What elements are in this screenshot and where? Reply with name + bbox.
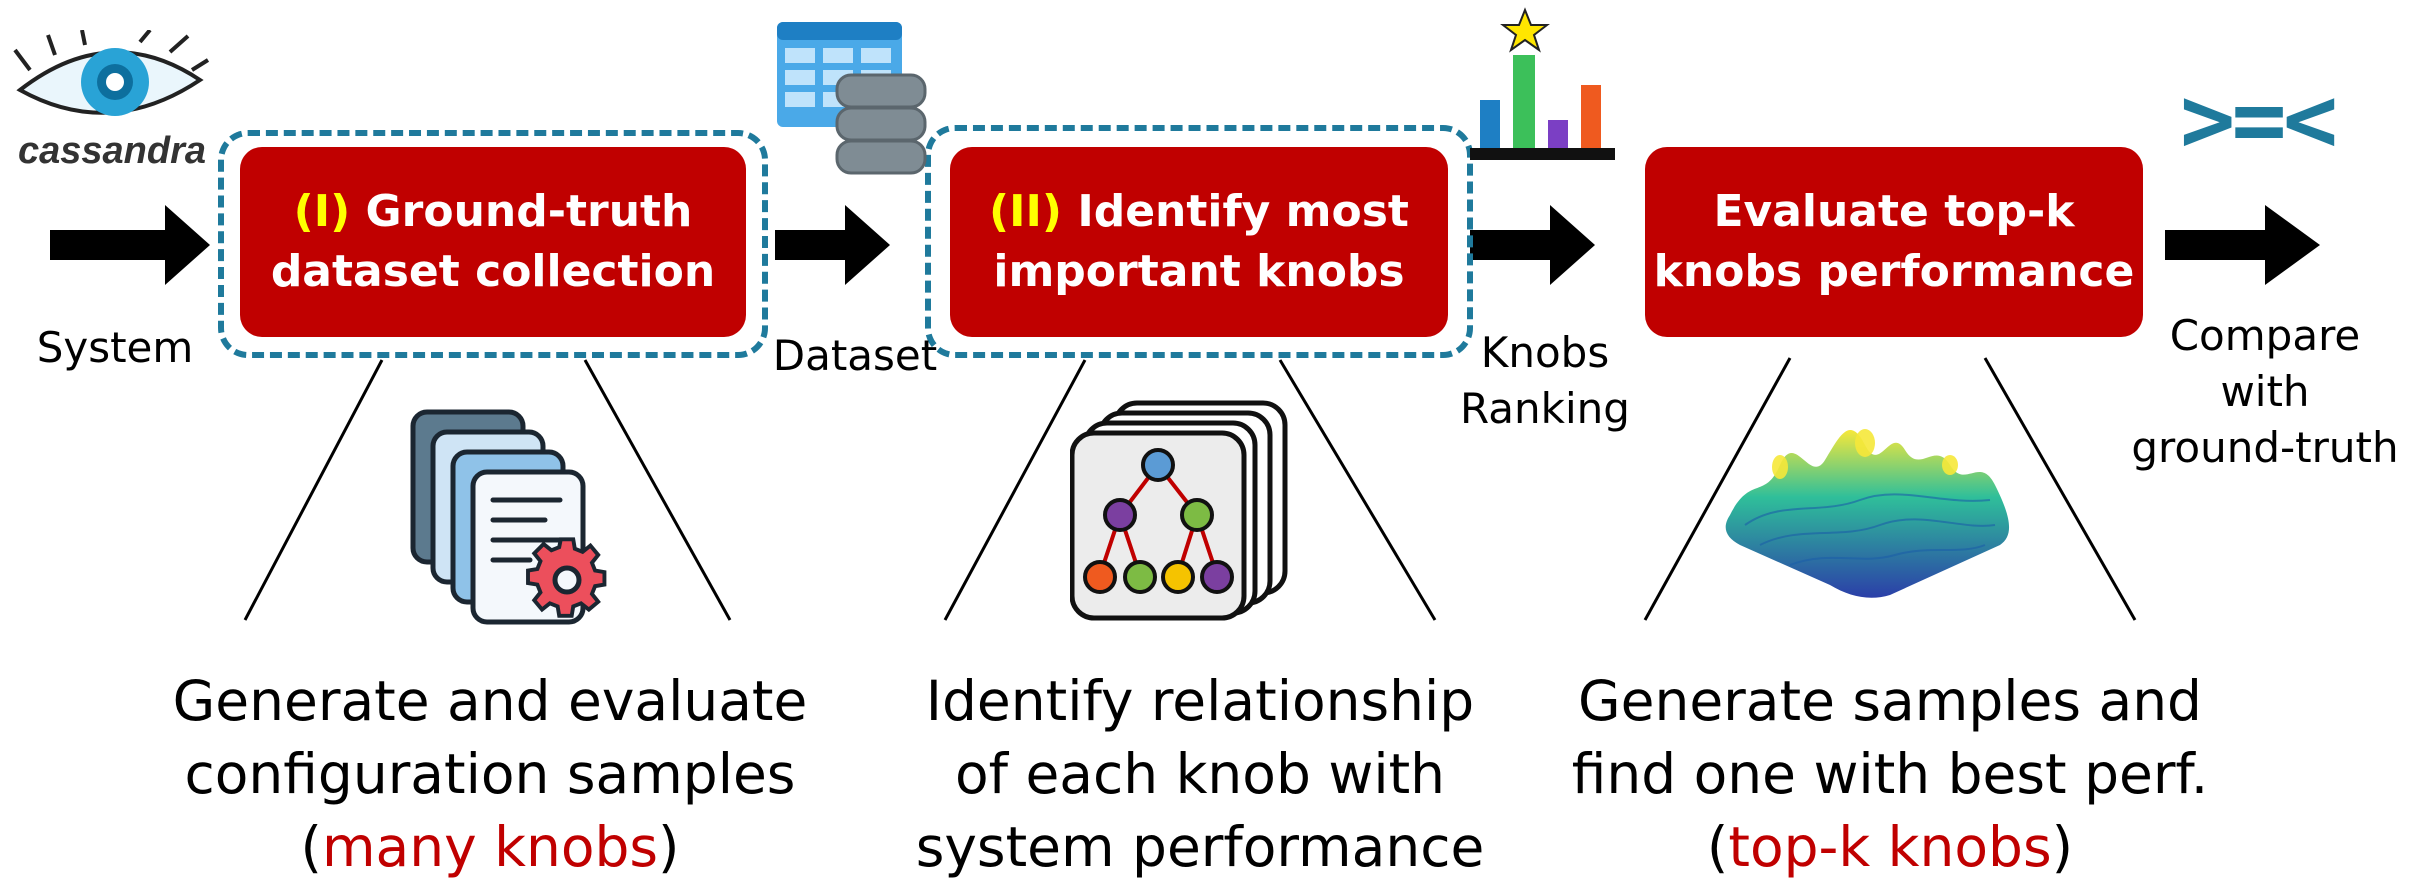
- stage2-title-line1: Identify most: [1062, 186, 1409, 237]
- label-knobs-ranking: Knobs Ranking: [1460, 328, 1630, 433]
- label-system: System: [36, 323, 194, 372]
- stage2-description: Identify relationship of each knob with …: [915, 669, 1485, 879]
- surface-plot-icon: [1725, 429, 2010, 598]
- cassandra-logo: cassandra: [10, 30, 210, 172]
- label-compare: Compare with ground-truth: [2131, 311, 2399, 472]
- stage3-description: Generate samples and find one with best …: [1571, 669, 2209, 879]
- label-dataset: Dataset: [772, 331, 938, 380]
- stage3-title-line2: knobs performance: [1653, 246, 2135, 297]
- stage1-dashed-frame: [218, 130, 768, 358]
- arrow-system-to-stage1: [50, 205, 210, 285]
- stage2-box: (II) Identify most important knobs: [950, 147, 1448, 337]
- arrow-stage1-to-stage2: [775, 205, 890, 285]
- stage1-title-line2: dataset collection: [270, 246, 716, 297]
- stage1-highlight: many knobs: [321, 815, 659, 879]
- stage3-highlight: top-k knobs: [1728, 815, 2052, 879]
- stage3-box: Evaluate top-k knobs performance: [1645, 147, 2143, 337]
- stage1-roman: (I): [293, 186, 351, 237]
- cassandra-wordmark: cassandra: [18, 130, 207, 172]
- stage2-dashed-frame: [925, 125, 1473, 358]
- stage2-roman: (II): [989, 186, 1063, 237]
- stage1-box: (I) Ground-truth dataset collection: [240, 147, 746, 337]
- decision-tree-cards-icon: [1070, 400, 1288, 621]
- stage2-title-line2: important knobs: [993, 246, 1405, 297]
- compare-symbol-icon: >=<: [2180, 66, 2338, 173]
- arrow-stage3-to-output: [2165, 205, 2320, 285]
- stage1-description: Generate and evaluate configuration samp…: [172, 669, 808, 879]
- arrow-stage2-to-stage3: [1470, 205, 1595, 285]
- bar-chart-star-icon: [1470, 7, 1615, 160]
- stage1-title-line1: Ground-truth: [350, 186, 693, 237]
- stage3-title-line1: Evaluate top-k: [1713, 186, 2075, 237]
- config-documents-gear-icon: [410, 409, 607, 625]
- cassandra-eye-icon: [13, 30, 210, 116]
- database-table-icon: [777, 22, 927, 175]
